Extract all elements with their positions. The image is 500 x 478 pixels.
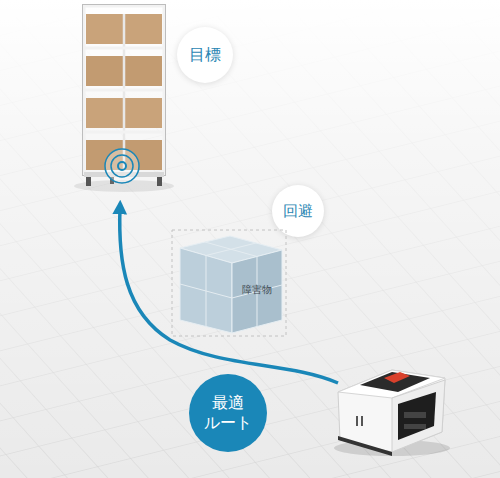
text-stack: 回避 [283, 202, 313, 221]
robot-illustration [334, 370, 450, 456]
obstacle-cube: 障害物 [170, 228, 290, 338]
bubble-label: 目標 [189, 45, 221, 65]
text-stack: 最適 ルート [202, 393, 254, 433]
bubble-label: 回避 [283, 202, 313, 221]
target-marker [105, 149, 139, 183]
cube-seam [180, 284, 232, 298]
bounding-box [172, 230, 286, 336]
bubble-label: 最適 ルート [202, 393, 254, 433]
cube-shape [170, 228, 290, 338]
route-bubble: 最適 ルート [189, 374, 267, 452]
cube-seam [205, 242, 257, 257]
cube-face [232, 250, 282, 333]
roll-cart [74, 5, 174, 193]
obstacle-label: 障害物 [242, 284, 272, 297]
cube-face [180, 248, 232, 333]
cube-seam [206, 243, 256, 256]
goal-bubble: 目標 [177, 27, 233, 83]
text-stack: 目標 [189, 45, 221, 65]
avoid-bubble: 回避 [272, 185, 324, 237]
